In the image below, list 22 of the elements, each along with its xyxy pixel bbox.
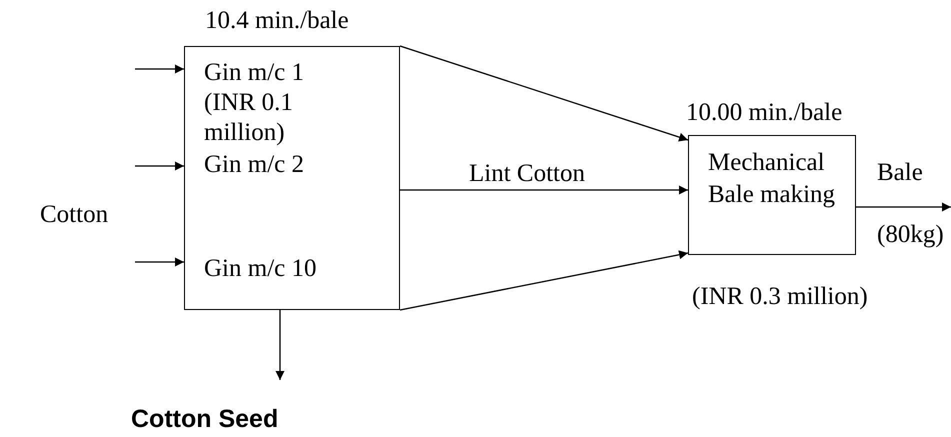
machine-label: Gin m/c 2 <box>204 150 305 180</box>
annotation-text: Cotton <box>40 200 108 230</box>
machine-label: Mechanical Bale making <box>708 148 836 210</box>
machine-label: Gin m/c 1 (INR 0.1 million) <box>204 58 305 148</box>
arrow <box>400 45 688 142</box>
annotation-text: (INR 0.3 million) <box>692 282 868 312</box>
arrow <box>135 258 184 266</box>
annotation-text: 10.4 min./bale <box>205 6 349 36</box>
edge-label: Lint Cotton <box>469 159 585 189</box>
process-box <box>688 135 856 255</box>
machine-label: Gin m/c 10 <box>204 254 318 284</box>
annotation-text: (80kg) <box>877 220 944 250</box>
output-label: Cotton Seed <box>131 404 280 434</box>
arrow <box>400 186 688 194</box>
annotation-text: 10.00 min./bale <box>686 98 842 128</box>
arrow <box>856 202 951 212</box>
process-box <box>184 46 400 310</box>
arrow <box>276 310 284 380</box>
arrow <box>135 162 184 170</box>
arrow <box>400 250 688 311</box>
arrow <box>135 64 184 74</box>
annotation-text: Bale <box>877 158 923 188</box>
